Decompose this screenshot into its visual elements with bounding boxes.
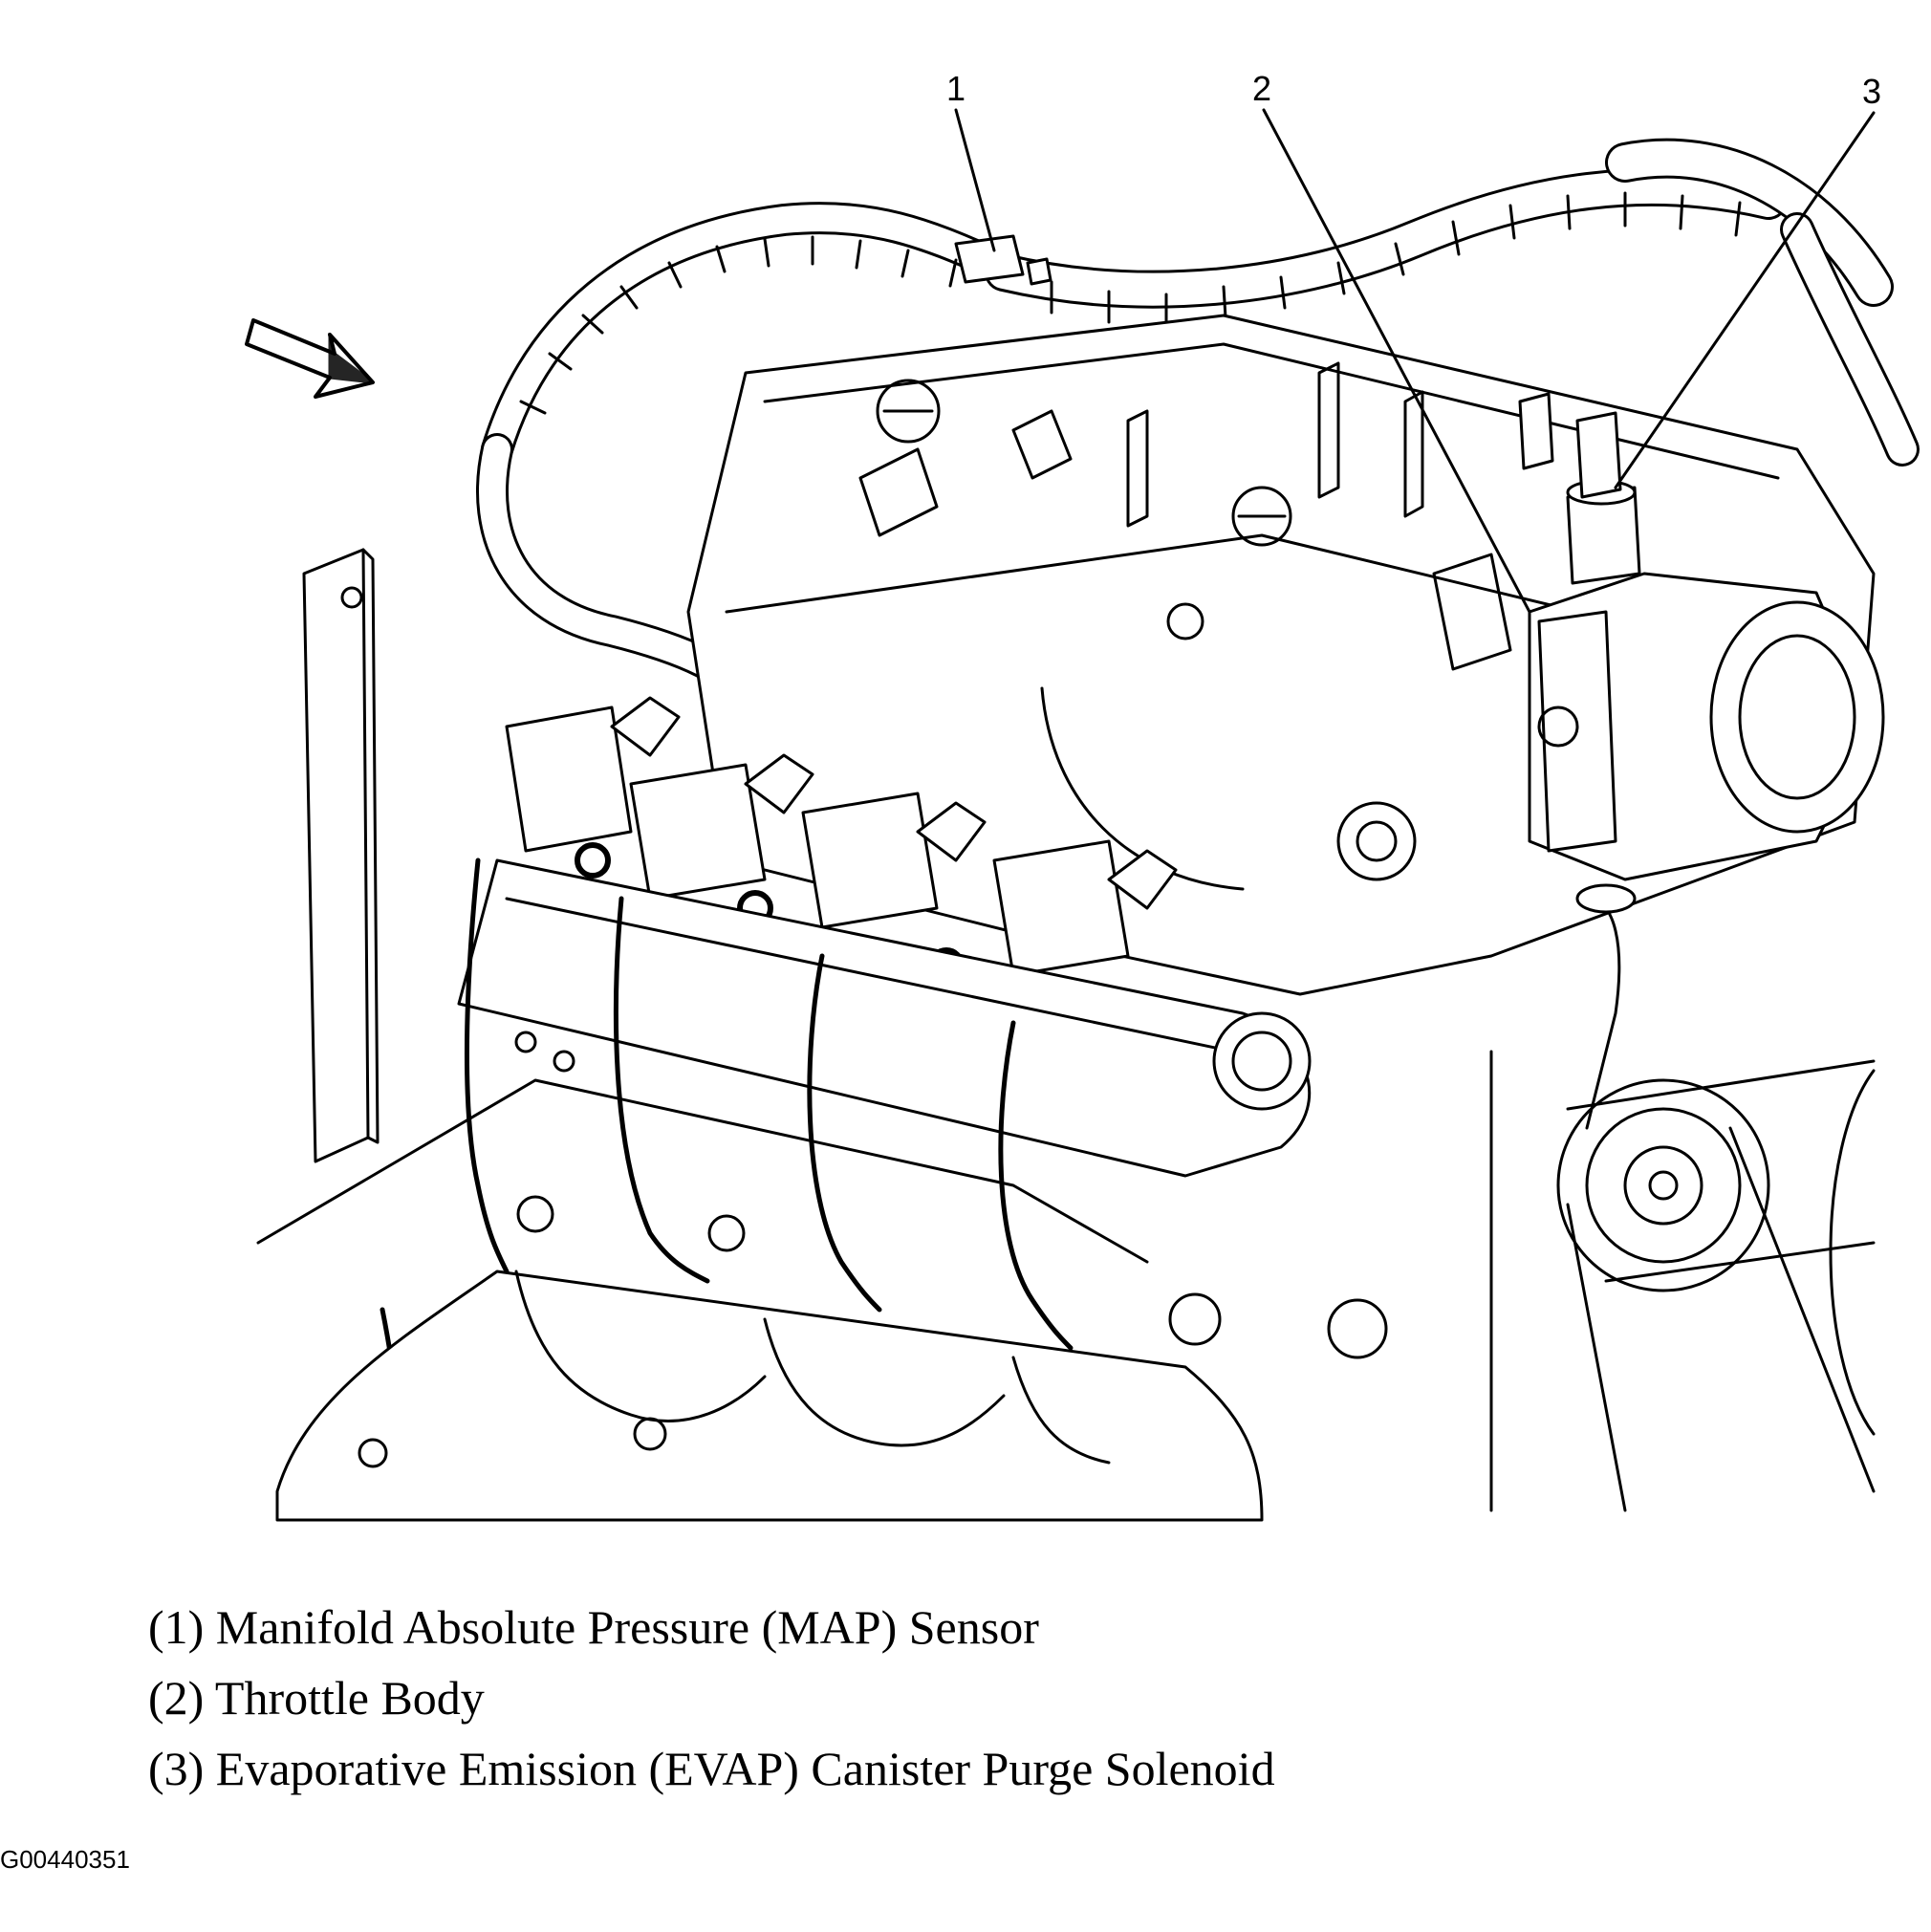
accessory-pulley [1489,883,1876,1512]
valve-cover [457,858,1312,1178]
leader-line-3 [1614,111,1876,489]
callout-numbers: 1 2 3 [946,69,1881,111]
leader-line-1 [954,108,996,252]
engine-mount-bracket [302,548,380,1163]
legend-item-3: (3) Evaporative Emission (EVAP) Canister… [148,1742,1275,1795]
legend-item-1: (1) Manifold Absolute Pressure (MAP) Sen… [148,1600,1039,1654]
callout-leaders [954,108,1876,614]
throttle-body [1528,572,1885,881]
ignition-coils [505,696,1178,1051]
legend-item-2: (2) Throttle Body [148,1671,485,1725]
exhaust-manifold [256,1031,1388,1522]
callout-3: 3 [1862,72,1881,111]
leader-line-2 [1262,108,1531,614]
figure-id: G00440351 [0,1845,130,1874]
view-direction-arrow-icon [245,318,375,399]
parts-legend: (1) Manifold Absolute Pressure (MAP) Sen… [148,1592,1275,1804]
callout-1: 1 [946,69,966,108]
wiring-harness [476,138,1920,743]
map-sensor [954,234,1052,286]
callout-2: 2 [1252,69,1271,108]
